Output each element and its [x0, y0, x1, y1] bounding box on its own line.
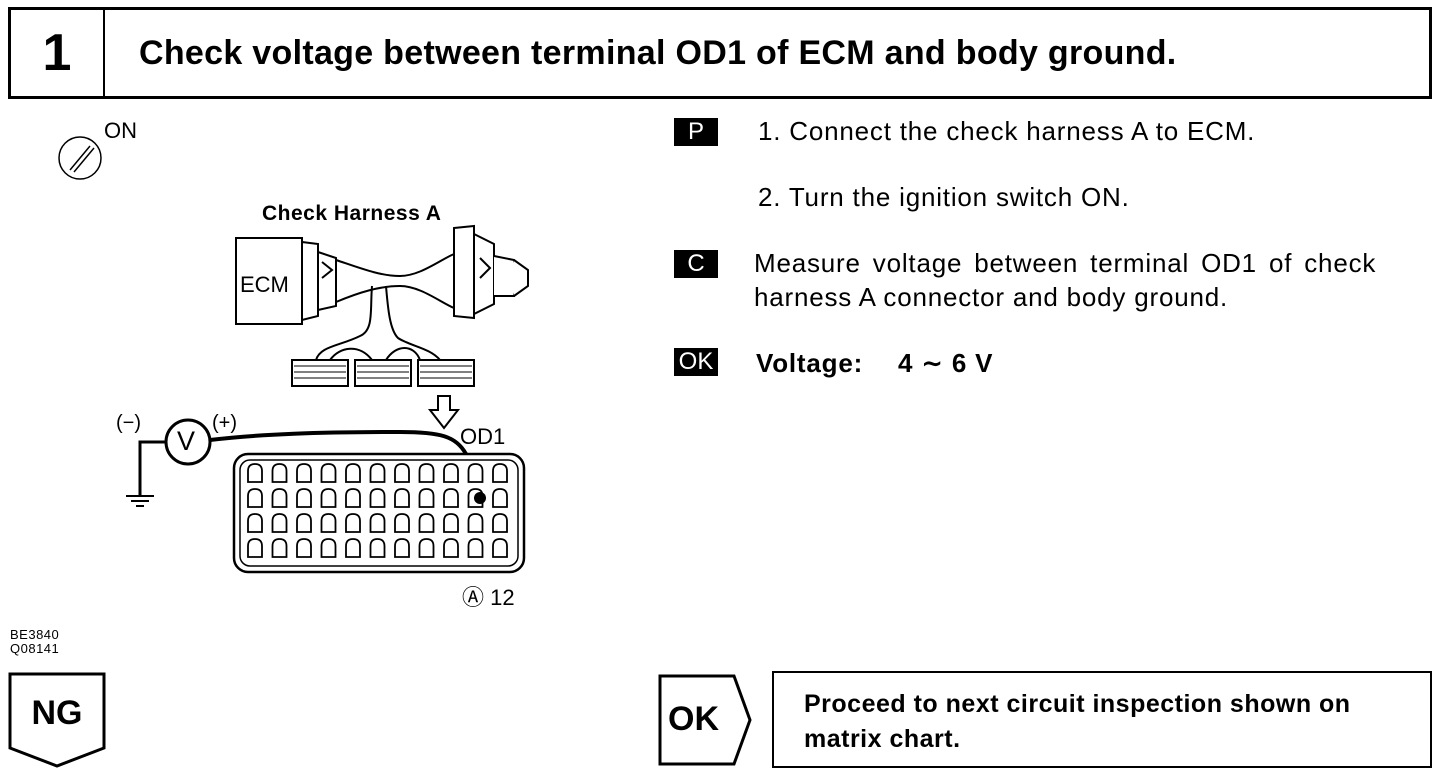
ref-code-2: Q08141	[10, 641, 60, 656]
check-instruction: Measure voltage between terminal OD1 of …	[754, 246, 1434, 314]
check-connectors	[291, 359, 475, 387]
connector-pin	[443, 488, 459, 508]
connector-code-label: Ⓐ 12	[462, 585, 515, 610]
positive-label: (+)	[212, 412, 237, 434]
connector-pin	[296, 513, 312, 533]
connector-pin	[320, 488, 337, 508]
connector-pin	[271, 538, 288, 558]
harness-far-connector-icon	[453, 224, 529, 320]
ecm-label: ECM	[240, 272, 289, 297]
connector-pin	[271, 463, 288, 483]
ignition-on-label: ON	[104, 118, 137, 143]
step-header: 1 Check voltage between terminal OD1 of …	[8, 7, 1432, 99]
harness-title: Check Harness A	[262, 202, 442, 225]
connector-pin	[467, 538, 484, 558]
connector-pin	[394, 463, 410, 483]
connector-pin	[418, 463, 435, 483]
prep-tag: P	[674, 118, 718, 146]
connector-pin	[418, 513, 435, 533]
connector-pin	[443, 513, 459, 533]
connector-pin	[345, 538, 361, 558]
ok-action-text: Proceed to next circuit inspection shown…	[804, 690, 1351, 753]
connector-pin	[271, 513, 288, 533]
connector-pin	[296, 463, 312, 483]
connector-pin	[443, 538, 459, 558]
connector-pin	[247, 513, 263, 533]
check-tag: C	[674, 250, 718, 278]
connector-pin	[296, 488, 312, 508]
connector-pin	[492, 538, 508, 558]
ok-flow-shape	[658, 674, 752, 766]
connector-pin	[394, 538, 410, 558]
connector-pin	[345, 463, 361, 483]
connector-pin	[247, 488, 263, 508]
connector-pin	[369, 488, 386, 508]
step-title: Check voltage between terminal OD1 of EC…	[139, 33, 1177, 72]
od1-terminal	[474, 492, 486, 504]
ok-action-box: Proceed to next circuit inspection shown…	[772, 671, 1432, 768]
connector-pin	[296, 538, 312, 558]
down-arrow-icon	[427, 395, 461, 430]
result-value: 4 ∼ 6 V	[898, 348, 994, 378]
ecm-block	[235, 237, 303, 325]
step-number: 1	[11, 10, 105, 96]
connector-pin	[492, 463, 508, 483]
connector-pin	[394, 488, 410, 508]
ok-label: OK	[668, 700, 719, 738]
ecm-connector-icon	[301, 240, 337, 322]
connector-pin	[369, 513, 386, 533]
connector-pin	[345, 488, 361, 508]
diagram-drawing	[58, 136, 529, 574]
connector-pin	[369, 538, 386, 558]
ignition-switch-icon	[58, 136, 102, 180]
connector-pin	[443, 463, 459, 483]
ng-label: NG	[31, 694, 83, 732]
ground-icon	[126, 495, 154, 507]
prep-step-1: 1. Connect the check harness A to ECM.	[758, 116, 1256, 146]
negative-label: (−)	[116, 412, 141, 434]
check-text-2: harness A connector and body ground.	[754, 282, 1229, 312]
ng-flow-shape	[8, 672, 106, 768]
ok-tag: OK	[674, 348, 718, 376]
check-line-1: Measure voltage between terminal OD1 of …	[754, 246, 1434, 280]
prep-step-2: 2. Turn the ignition switch ON.	[758, 182, 1130, 212]
terminal-od1-label: OD1	[460, 424, 506, 449]
connector-pin	[394, 513, 410, 533]
ref-code-1: BE3840	[10, 627, 60, 642]
connector-pin	[271, 488, 288, 508]
connector-pin	[247, 538, 263, 558]
connector-pin	[418, 538, 435, 558]
result-label: Voltage:	[756, 348, 864, 378]
connector-pin	[492, 513, 508, 533]
connector-pin	[492, 488, 508, 508]
connector-pin	[320, 463, 337, 483]
connector-pin	[345, 513, 361, 533]
check-text-1: Measure voltage between terminal OD1 of …	[754, 248, 1377, 278]
connector-pin	[320, 513, 337, 533]
connector-pins	[247, 463, 508, 558]
connector-pin	[369, 463, 386, 483]
connector-pin	[247, 463, 263, 483]
connector-pin	[467, 513, 484, 533]
wiring-diagram: ON Check Harness A ECM V (−) (+) OD1 Ⓐ 1…	[0, 110, 640, 670]
connector-pin	[320, 538, 337, 558]
connector-pin	[467, 463, 484, 483]
connector-pin	[418, 488, 435, 508]
voltmeter-symbol: V	[177, 426, 196, 456]
